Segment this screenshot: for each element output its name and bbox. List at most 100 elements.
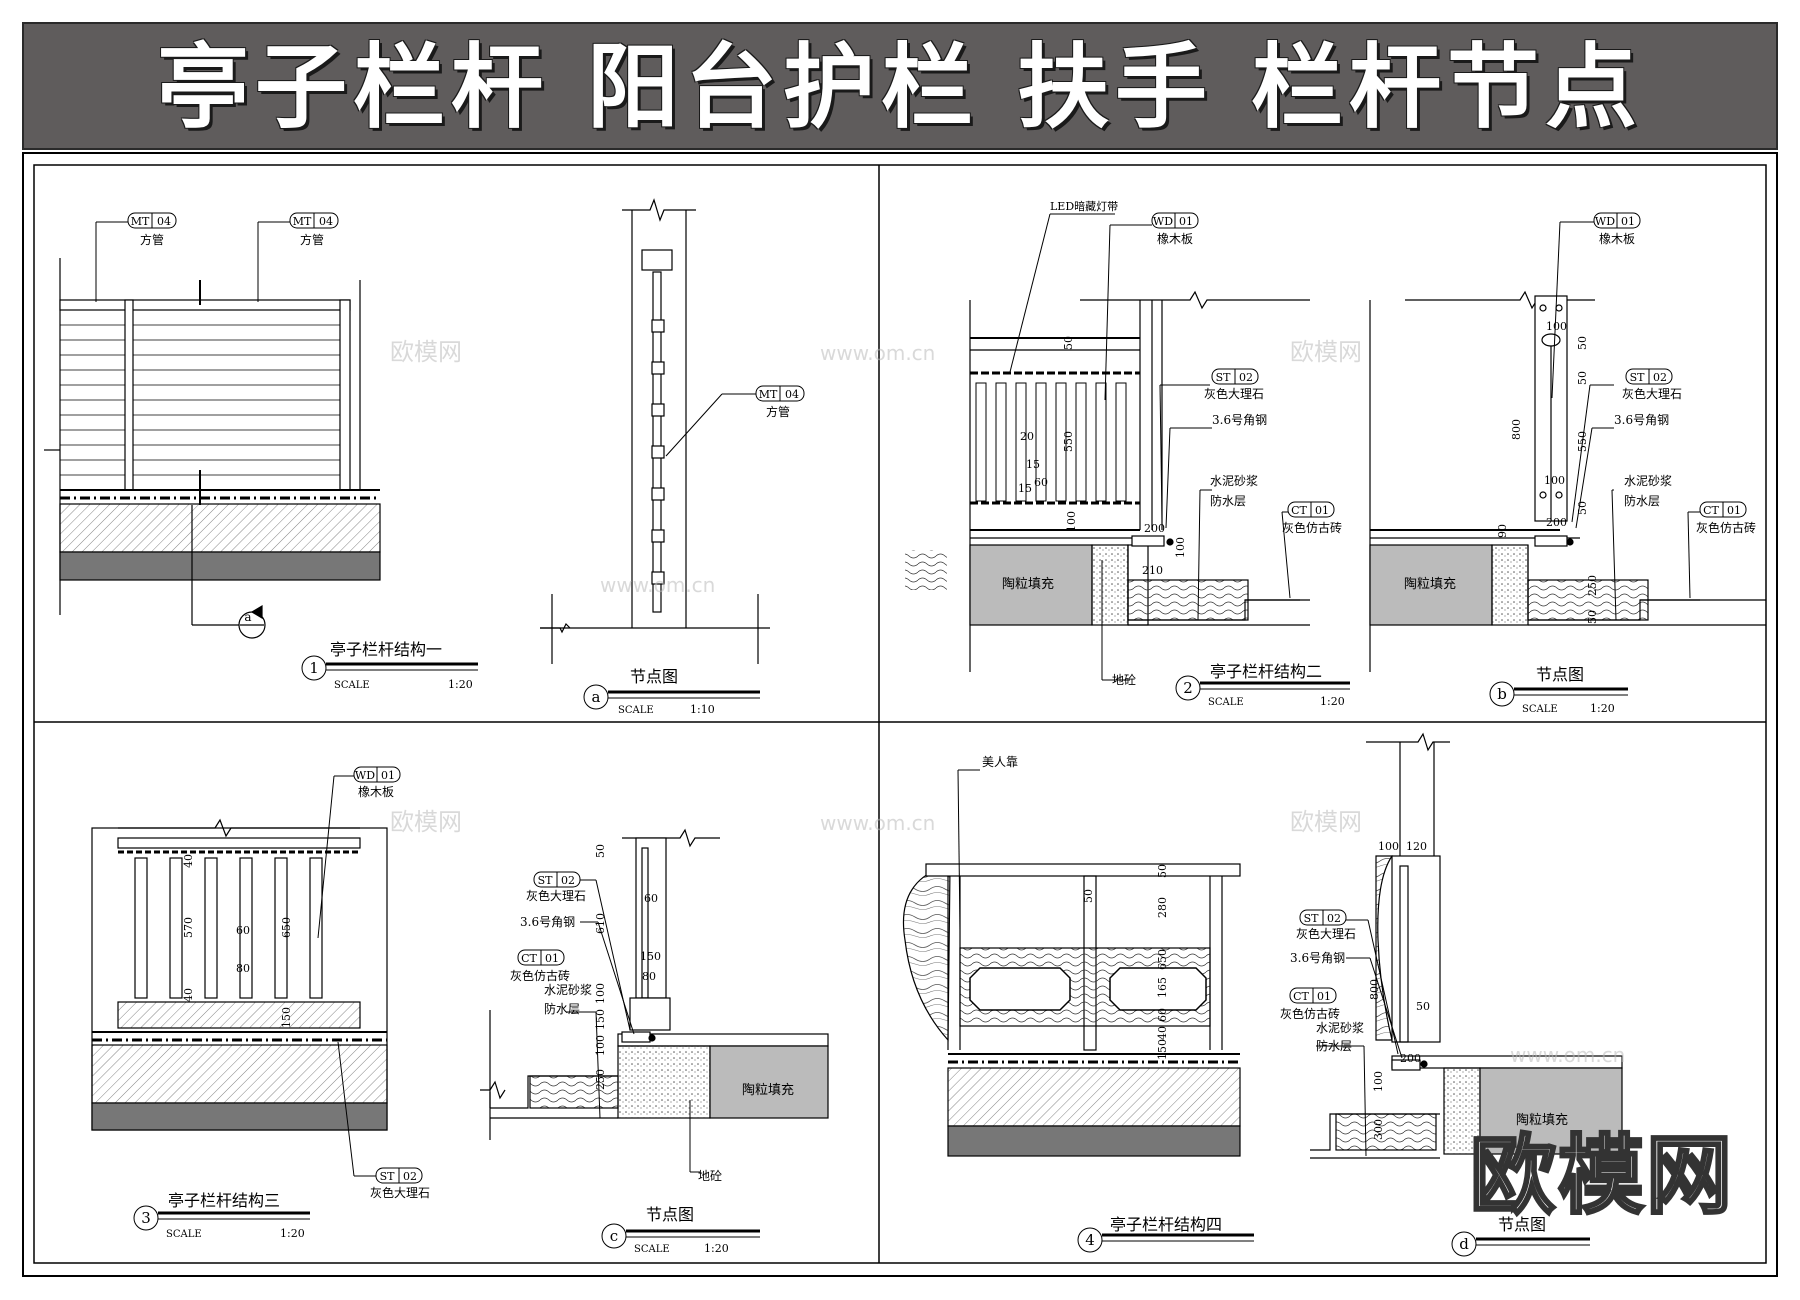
dim: 50: [1576, 371, 1589, 385]
floor-slab-label: 地砼: [698, 1169, 722, 1183]
tag-mt04-1: [95, 212, 177, 302]
tag-code: MT: [759, 388, 778, 401]
panel-title: 节点图: [646, 1205, 694, 1224]
tag-code: CT: [1293, 990, 1309, 1003]
tag-ct01-b: [1699, 501, 1747, 518]
panel-number: d: [1459, 1235, 1469, 1253]
tag-ct01-2: [1287, 501, 1335, 518]
scale-label: SCALE: [166, 1229, 202, 1240]
tag-num: 01: [1179, 215, 1193, 228]
tag-num: 02: [403, 1170, 417, 1183]
dim: 280: [1156, 897, 1169, 918]
dim: 165: [1156, 977, 1169, 998]
panel-d-drawing: [1310, 732, 1623, 1159]
scale-label: SCALE: [334, 680, 370, 691]
dim: 50: [1586, 610, 1599, 624]
dim: 15: [1026, 458, 1040, 471]
tag-mt04-2: [257, 212, 339, 302]
dim: 100: [1546, 320, 1567, 333]
mortar-label: 水泥砂浆: [1624, 473, 1672, 488]
dim: 100: [1544, 474, 1565, 487]
tag-label: 橡木板: [358, 785, 394, 799]
dim: 80: [236, 962, 250, 975]
panel-number: c: [610, 1227, 618, 1245]
dim: 570: [182, 917, 195, 938]
mortar-label: 水泥砂浆: [544, 982, 592, 997]
dim: 100: [594, 983, 607, 1004]
dim: 80: [642, 970, 656, 983]
panel-3-dimensions: 40 570 60 650 80 40 150: [182, 854, 293, 1028]
dim: 90: [1496, 524, 1509, 538]
seat-label: 美人靠: [982, 755, 1018, 769]
tag-code: MT: [131, 215, 150, 228]
watermark-url: www.om.cn: [820, 811, 935, 835]
mortar-label: 水泥砂浆: [1316, 1020, 1364, 1035]
panel-4-drawing: [902, 863, 1241, 1157]
led-label: LED暗藏灯带: [1050, 199, 1118, 213]
dim: 50: [1416, 1000, 1430, 1013]
tag-code: ST: [380, 1170, 396, 1183]
dim: 100: [1065, 511, 1078, 532]
tag-ct01-d: [1289, 987, 1337, 1004]
panel-2-dimensions: 50 550 20 15 60 15 100 200 210 100: [1018, 336, 1187, 577]
watermark-brand: 欧模网: [390, 338, 462, 366]
dim: 200: [1546, 516, 1567, 529]
panel-title: 亭子栏杆结构三: [168, 1191, 280, 1210]
scale-value: 1:10: [690, 703, 715, 716]
panel-number: 1: [309, 659, 319, 677]
scale-value: 1:20: [1590, 702, 1615, 715]
panel-number: 2: [1183, 679, 1193, 697]
tag-code: CT: [1703, 504, 1719, 517]
scale-value: 1:20: [448, 678, 473, 691]
watermark-brand: 欧模网: [1290, 808, 1362, 836]
ceramsite-label: 陶粒填充: [1404, 576, 1456, 592]
panel-b-leaders: [1551, 221, 1700, 621]
dim: 200: [1144, 522, 1165, 535]
tag-st02-d: [1299, 909, 1347, 926]
mortar-label: 水泥砂浆: [1210, 473, 1258, 488]
tag-label: 灰色仿古砖: [1280, 1006, 1340, 1021]
dim: 300: [1372, 1119, 1385, 1140]
tag-code: CT: [521, 952, 537, 965]
panel-title: 亭子栏杆结构二: [1210, 662, 1322, 681]
dim: 50: [1576, 336, 1589, 350]
panel-4-leaders: [957, 769, 980, 931]
tag-num: 02: [561, 874, 575, 887]
tag-num: 01: [545, 952, 559, 965]
panel-2-title-block: [1175, 675, 1350, 701]
watermarks: 欧模网 www.om.cn 欧模网 www.om.cn 欧模网 www.om.c…: [390, 338, 1625, 1067]
tag-code: ST: [1630, 371, 1646, 384]
panel-title: 亭子栏杆结构四: [1110, 1215, 1222, 1234]
panel-number: b: [1497, 685, 1507, 703]
dim: 50: [1156, 864, 1169, 878]
tag-st02-c: [533, 871, 581, 888]
panel-d-title-block: [1451, 1231, 1590, 1257]
brand-logo-watermark: 欧模网: [1469, 1125, 1734, 1228]
scale-label: SCALE: [1208, 697, 1244, 708]
dim: 60: [1034, 476, 1048, 489]
dim: 50: [1062, 336, 1075, 350]
dim: 800: [1510, 419, 1523, 440]
watermark-brand: 欧模网: [390, 808, 462, 836]
dim: 650: [280, 917, 293, 938]
panel-c-leaders: [566, 879, 700, 1173]
tag-label: 橡木板: [1599, 232, 1635, 246]
scale-label: SCALE: [618, 705, 654, 716]
angle-steel-label: 3.6号角钢: [1290, 951, 1345, 965]
tag-num: 04: [319, 215, 333, 228]
panel-c-title-block: [601, 1223, 760, 1249]
panel-1-drawing: [44, 258, 381, 639]
dim: 120: [1406, 840, 1427, 853]
dim: 40: [182, 988, 195, 1002]
dim: 650: [1156, 949, 1169, 970]
panel-title: 节点图: [630, 667, 678, 686]
dim: 20: [1020, 430, 1034, 443]
angle-steel-label: 3.6号角钢: [520, 915, 575, 929]
dim: 100: [1378, 840, 1399, 853]
ceramsite-label: 陶粒填充: [1002, 576, 1054, 592]
dim: 60: [236, 924, 250, 937]
tag-num: 02: [1653, 371, 1667, 384]
panel-b-title-block: [1489, 681, 1628, 707]
tag-label: 方管: [140, 232, 164, 247]
panel-4-dimensions: 50 50 280 650 165 60 40 150: [1082, 864, 1169, 1060]
